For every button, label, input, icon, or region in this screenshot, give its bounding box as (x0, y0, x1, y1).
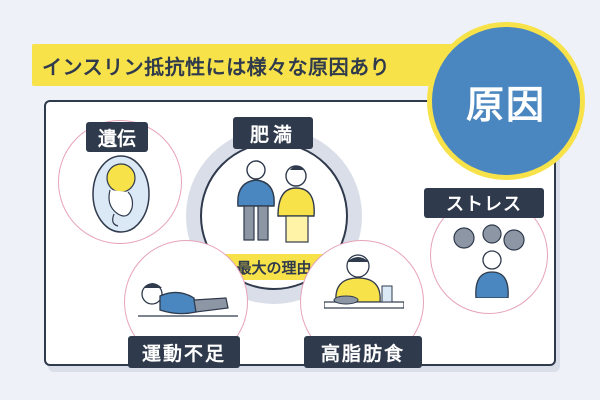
label-main-reason-text: 最大の理由 (236, 258, 312, 277)
label-heredity-text: 遺伝 (97, 127, 136, 150)
headline-banner: インスリン抵抗性には様々な原因あり (32, 44, 472, 86)
cause-badge: 原因 (427, 22, 585, 180)
label-high-fat-diet-text: 高脂肪食 (320, 342, 405, 365)
obese-couple-illustration (237, 160, 315, 243)
label-stress-text: ストレス (446, 194, 522, 215)
label-obesity-text: 肥満 (249, 123, 296, 146)
eating-person-illustration (324, 254, 404, 309)
headline-text: インスリン抵抗性には様々な原因あり (42, 54, 391, 79)
label-lack-of-exercise: 運動不足 (128, 336, 240, 368)
label-obesity: 肥満 (233, 117, 313, 149)
label-lack-of-exercise-text: 運動不足 (141, 342, 226, 365)
label-stress: ストレス (424, 188, 544, 218)
fetus-illustration (92, 155, 150, 233)
label-high-fat-diet: 高脂肪食 (304, 336, 422, 368)
stressed-person-illustration (453, 224, 525, 298)
lying-person-illustration (138, 283, 238, 317)
cause-badge-text: 原因 (465, 82, 546, 127)
label-heredity: 遺伝 (86, 122, 148, 152)
